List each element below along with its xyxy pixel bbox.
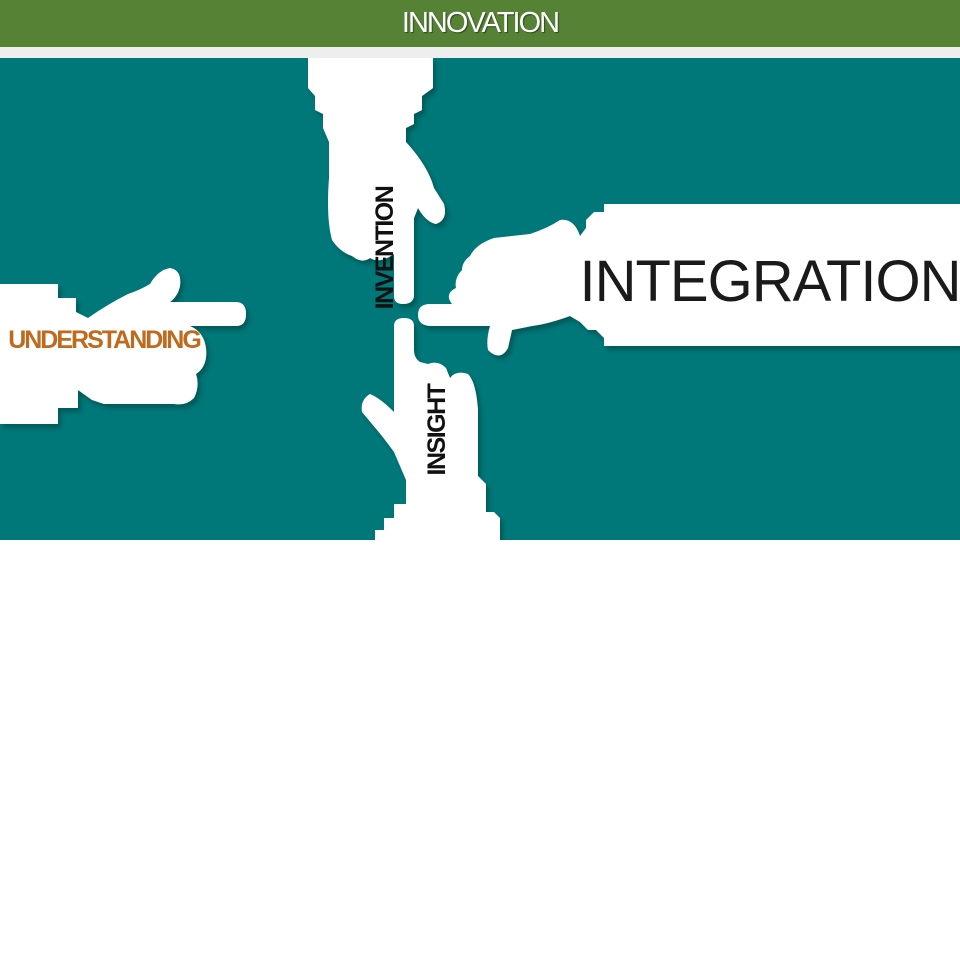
header-banner: INNOVATION [0, 0, 960, 47]
label-insight: INSIGHT [423, 383, 451, 475]
banner-divider [0, 47, 960, 58]
label-understanding: UNDERSTANDING [8, 326, 200, 354]
hands-illustration: INVENTION INSIGHT UNDERSTANDING INTEGRAT… [0, 58, 960, 540]
label-invention: INVENTION [371, 186, 399, 309]
banner-title: INNOVATION [402, 7, 558, 40]
label-integration: INTEGRATION [579, 249, 960, 314]
